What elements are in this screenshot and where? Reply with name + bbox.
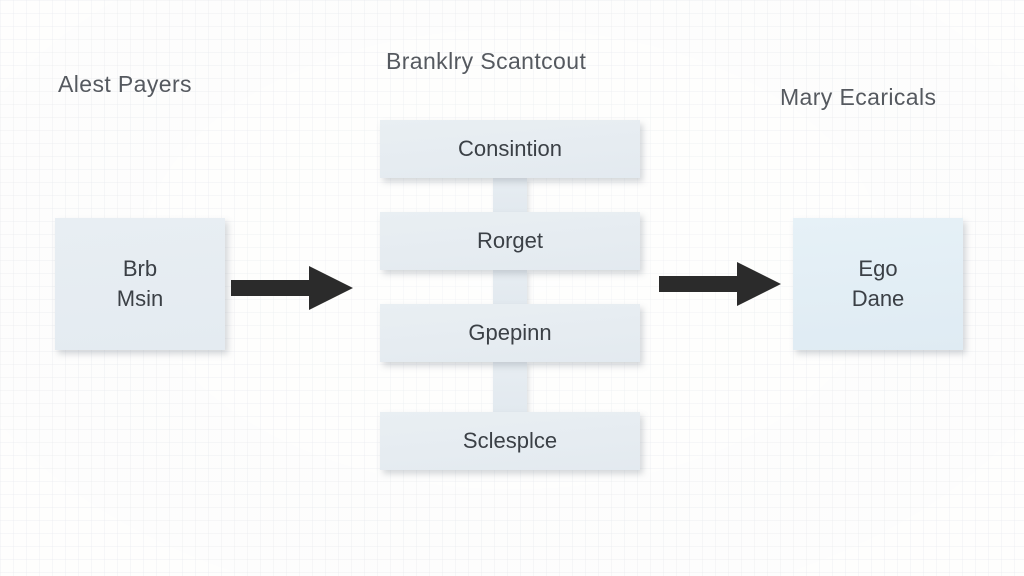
node-right-line1: Ego [858,256,898,282]
stack-node-4[interactable]: Sclesplce [380,412,640,470]
node-left-line2: Msin [116,286,164,311]
node-left[interactable]: Brb Msin [55,218,225,350]
connector-tab-2 [493,270,527,304]
stack-node-2-label: Rorget [476,228,544,254]
stack-node-2[interactable]: Rorget [380,212,640,270]
column-heading-right: Mary Ecaricals [780,84,937,110]
stack-node-3-label: Gpepinn [468,320,552,346]
column-heading-center: Branklry Scantcout [386,48,587,74]
column-heading-left: Alest Payers [58,71,192,97]
node-right[interactable]: Ego Dane [793,218,963,350]
connector-tab-1 [493,178,527,212]
stack-node-3[interactable]: Gpepinn [380,304,640,362]
connector-tab-3 [493,362,527,412]
stack-node-1-label: Consintion [458,136,562,162]
stack-node-1[interactable]: Consintion [380,120,640,178]
node-right-line2: Dane [851,286,905,311]
node-left-line1: Brb [122,256,158,282]
arrow-center-to-right-icon [659,258,783,315]
stack-node-4-label: Sclesplce [462,428,558,454]
arrow-left-to-center-icon [231,262,355,319]
